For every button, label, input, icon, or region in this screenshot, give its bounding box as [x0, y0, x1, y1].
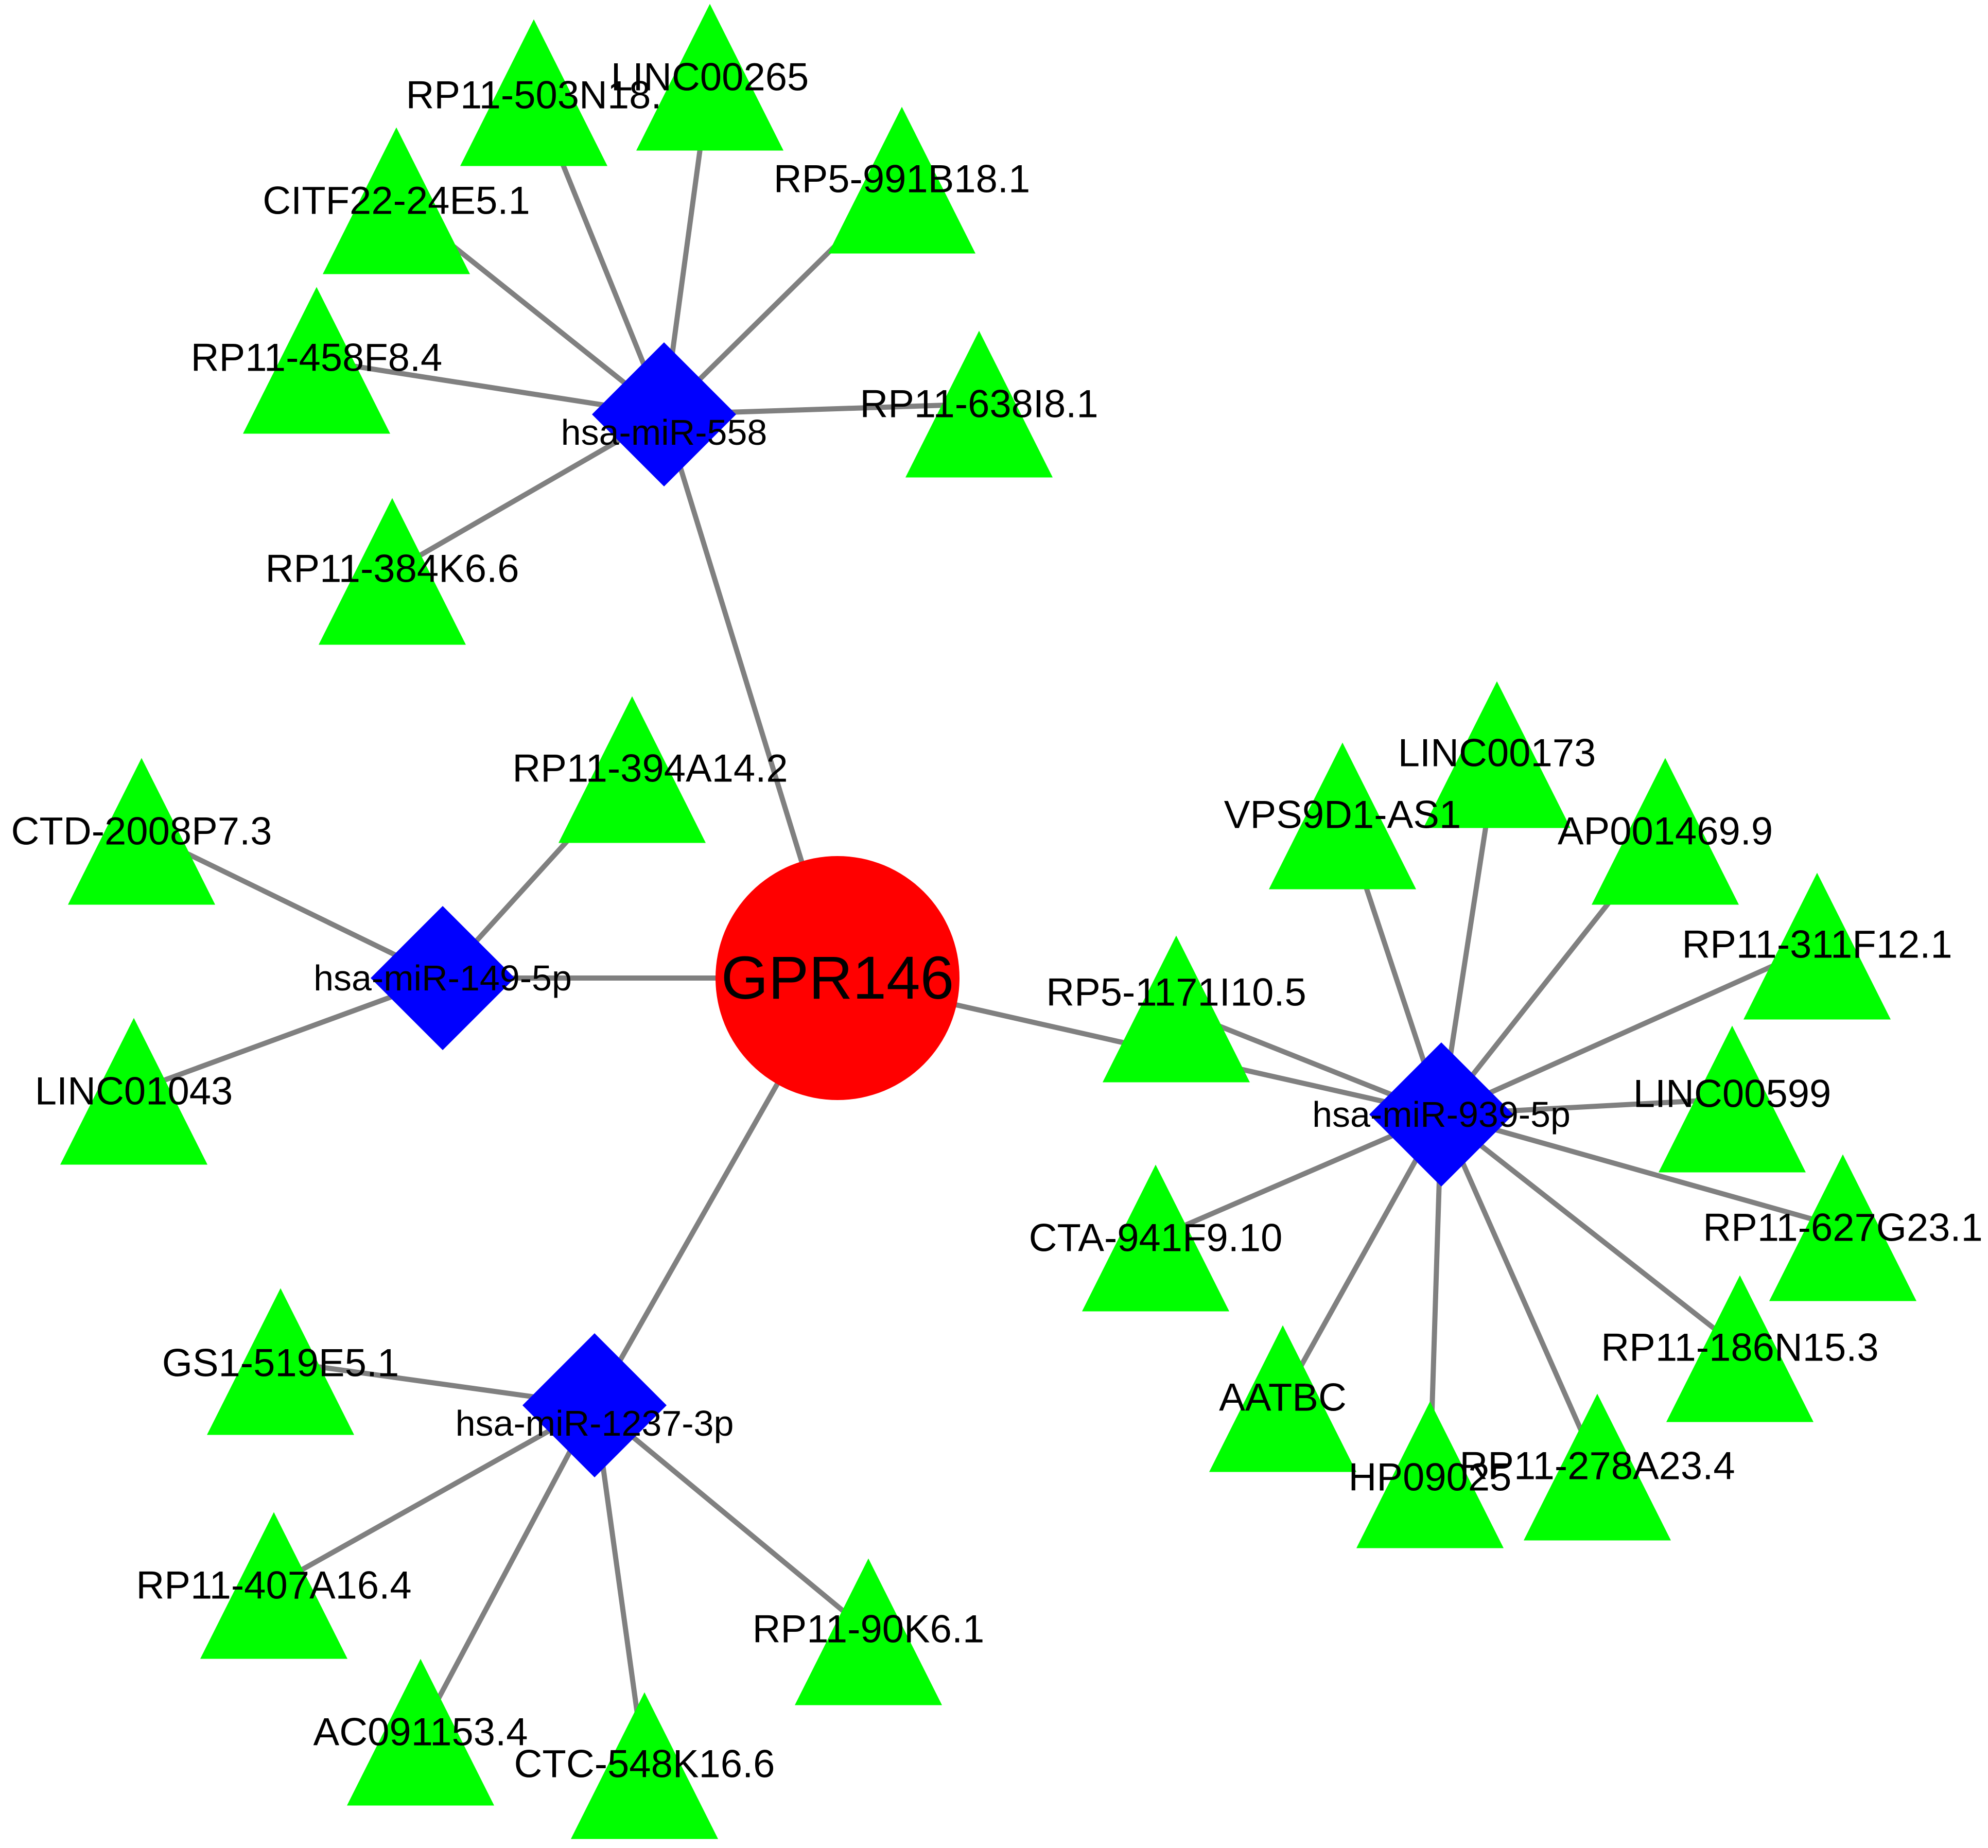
- lncrna-label-l7: RP11-384K6.6: [266, 547, 519, 591]
- lncrna-label-l10: LINC01043: [35, 1070, 233, 1113]
- lncrna-node-l6[interactable]: [905, 330, 1053, 478]
- lncrna-node-l13[interactable]: [1592, 758, 1739, 905]
- edge-m1237-l26: [418, 1404, 597, 1734]
- mirna-node-m558[interactable]: [592, 342, 736, 486]
- gene-label: GPR146: [721, 944, 954, 1012]
- lncrna-node-l1[interactable]: [460, 19, 607, 166]
- edge-m939-l14: [1440, 944, 1819, 1117]
- lncrna-node-l11[interactable]: [1423, 681, 1571, 828]
- lncrna-node-l2[interactable]: [636, 4, 783, 151]
- lncrna-label-l4: RP5-991B18.1: [774, 158, 1031, 201]
- lncrna-label-l23: GS1-519E5.1: [162, 1341, 399, 1385]
- mirna-node-m1237[interactable]: [522, 1333, 667, 1477]
- lncrna-label-l8: RP11-394A14.2: [512, 747, 788, 791]
- edge-m939-l20: [1280, 1113, 1444, 1400]
- lncrna-node-l24[interactable]: [200, 1512, 347, 1659]
- lncrna-node-l25[interactable]: [795, 1558, 942, 1705]
- lncrna-label-l15: RP5-1171I10.5: [1046, 971, 1306, 1015]
- lncrna-label-l2: LINC00265: [611, 56, 809, 99]
- lncrna-label-l26: AC091153.4: [313, 1711, 528, 1754]
- edge-m1237-l24: [272, 1403, 596, 1588]
- lncrna-node-l9[interactable]: [68, 758, 215, 905]
- lncrna-node-l23[interactable]: [207, 1288, 354, 1435]
- lncrna-node-l17[interactable]: [1082, 1164, 1229, 1312]
- lncrna-node-l22[interactable]: [1524, 1393, 1671, 1541]
- lncrna-label-l1: RP11-503N18.: [406, 74, 661, 117]
- lncrna-label-l18: RP11-627G23.1: [1703, 1206, 1983, 1250]
- lncrna-node-l26[interactable]: [347, 1659, 494, 1806]
- lncrna-label-l5: RP11-458F8.4: [191, 336, 443, 380]
- mirna-label-m149: hsa-miR-149-5p: [313, 958, 572, 998]
- mirna-node-m939[interactable]: [1369, 1042, 1513, 1187]
- edge-m939-l22: [1439, 1113, 1600, 1469]
- lncrna-label-l22: RP11-278A23.4: [1459, 1444, 1735, 1488]
- lncrna-label-l3: CITF22-24E5.1: [263, 179, 530, 223]
- lncrna-node-l7[interactable]: [319, 498, 466, 645]
- lncrna-node-l10[interactable]: [60, 1018, 207, 1165]
- lncrna-label-l20: AATBC: [1219, 1376, 1347, 1420]
- mirna-node-m149[interactable]: [371, 906, 515, 1050]
- edge-m939-l18: [1440, 1112, 1844, 1230]
- lncrna-node-l18[interactable]: [1769, 1154, 1916, 1301]
- mirna-label-m558: hsa-miR-558: [561, 412, 768, 452]
- edge-m149-l9: [140, 829, 444, 981]
- lncrna-node-l5[interactable]: [243, 287, 390, 434]
- lncrna-label-l17: CTA-941F9.10: [1029, 1216, 1283, 1260]
- lncrna-node-l27[interactable]: [571, 1692, 718, 1839]
- lncrna-label-l14: RP11-311F12.1: [1682, 923, 1952, 967]
- lncrna-label-l16: LINC00599: [1633, 1072, 1832, 1116]
- lncrna-label-l25: RP11-90K6.1: [753, 1608, 985, 1651]
- lncrna-label-l27: CTC-548K16.6: [514, 1742, 775, 1786]
- lncrna-label-l24: RP11-407A16.4: [136, 1564, 411, 1608]
- lncrna-node-l3[interactable]: [323, 127, 470, 274]
- mirna-label-m939: hsa-miR-939-5p: [1312, 1094, 1571, 1135]
- gene-node[interactable]: [716, 856, 960, 1100]
- lncrna-label-l11: LINC00173: [1398, 731, 1596, 775]
- lncrna-label-l19: RP11-186N15.3: [1601, 1326, 1878, 1370]
- lncrna-label-l21: HP09025: [1349, 1456, 1512, 1500]
- lncrna-node-l8[interactable]: [559, 696, 706, 843]
- lncrna-node-l4[interactable]: [828, 107, 975, 254]
- lncrna-node-l12[interactable]: [1269, 742, 1416, 890]
- edge-m1237-l25: [592, 1403, 870, 1634]
- nodes-layer: [60, 4, 1916, 1839]
- edge-m939-l19: [1439, 1112, 1742, 1351]
- lncrna-label-l12: VPS9D1-AS1: [1224, 793, 1461, 837]
- lncrna-node-l16[interactable]: [1659, 1025, 1806, 1173]
- lncrna-node-l21[interactable]: [1356, 1401, 1504, 1548]
- lncrna-node-l14[interactable]: [1743, 873, 1891, 1020]
- lncrna-label-l6: RP11-638I8.1: [860, 382, 1098, 426]
- lncrna-node-l15[interactable]: [1103, 935, 1250, 1083]
- lncrna-label-l13: AP001469.9: [1558, 810, 1773, 853]
- mirna-label-m1237: hsa-miR-1237-3p: [456, 1403, 734, 1443]
- lncrna-node-l20[interactable]: [1209, 1325, 1356, 1472]
- lncrna-label-l9: CTD-2008P7.3: [11, 810, 272, 853]
- lncrna-node-l19[interactable]: [1666, 1275, 1813, 1422]
